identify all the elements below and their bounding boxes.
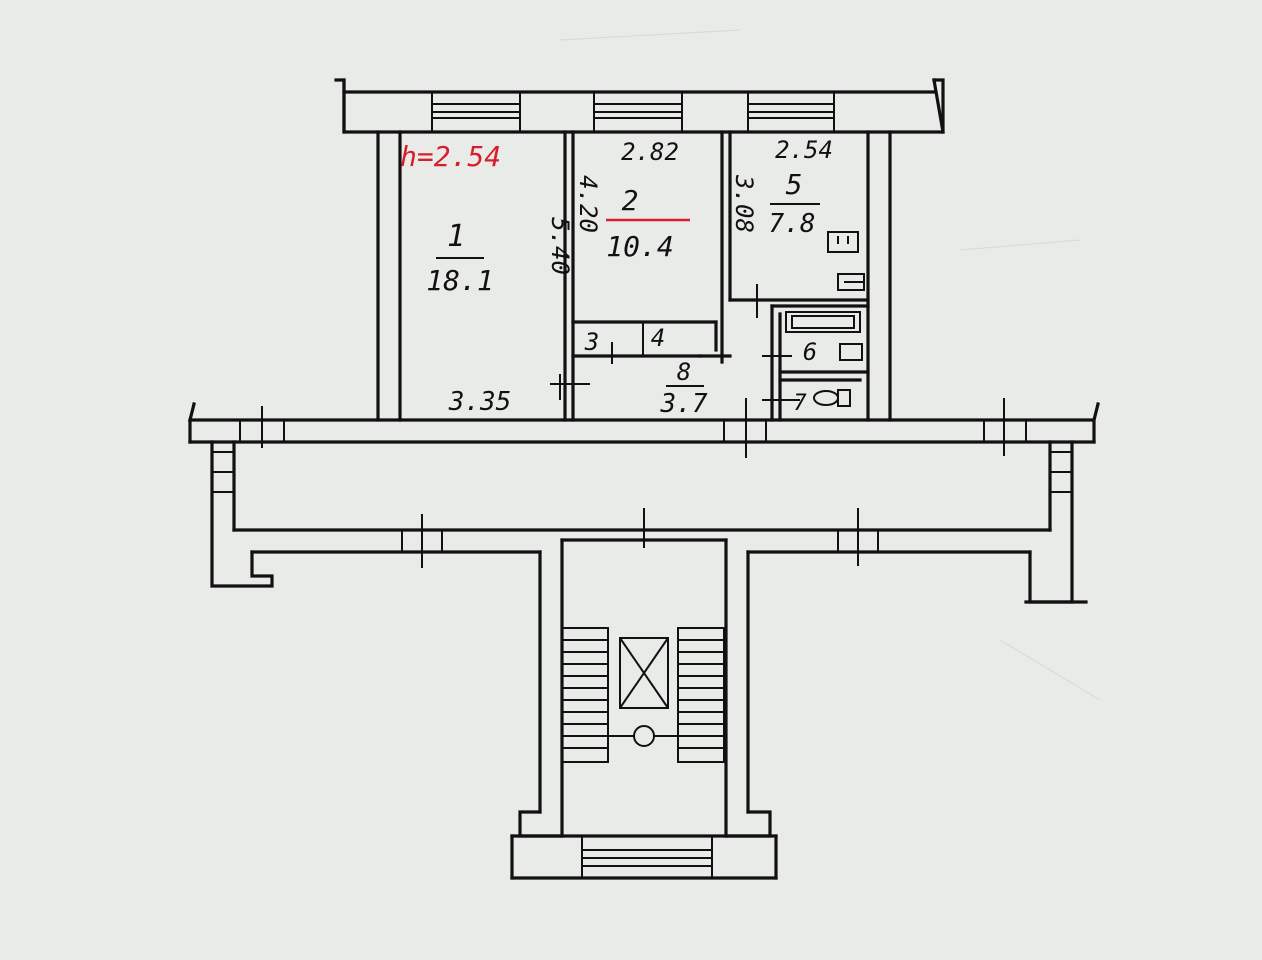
ceiling-height-label: h=2.54 <box>400 140 501 173</box>
room-5-area: 7.8 <box>769 209 816 239</box>
sink-icon <box>837 273 865 291</box>
bathtub-icon <box>785 311 861 333</box>
top-exterior-wall <box>334 78 945 134</box>
paper-texture <box>559 29 1101 701</box>
room-1-width-dim: 3.35 <box>448 387 512 417</box>
toilet-icon <box>813 389 851 407</box>
room-1-height-dim: 5.40 <box>546 217 574 275</box>
stove-icon <box>827 231 859 253</box>
room-7-number: 7 <box>793 391 807 416</box>
stairwell-walls <box>510 538 778 880</box>
washbasin-icon <box>839 343 863 361</box>
entrance-window <box>581 835 713 879</box>
stairs-right <box>677 627 725 763</box>
room-8-number: 8 <box>677 358 691 386</box>
room-5-width-dim: 2.54 <box>775 136 833 164</box>
corridor-walls <box>187 398 1100 458</box>
room-4-number: 4 <box>651 324 665 352</box>
window-kitchen <box>747 91 835 133</box>
room-5-number: 5 <box>786 168 803 201</box>
room-2-number: 2 <box>622 184 639 217</box>
door-marks <box>550 284 800 401</box>
refuse-chute-icon <box>608 725 678 747</box>
room-1-number: 1 <box>447 219 465 254</box>
stairs-left <box>561 627 609 763</box>
window-room-1 <box>431 91 521 133</box>
room-8-area: 3.7 <box>660 389 708 419</box>
room-5-height-dim: 3.08 <box>730 174 758 233</box>
lobby-walls <box>210 440 1088 604</box>
room-2-area: 10.4 <box>606 230 673 263</box>
room-3-number: 3 <box>584 328 599 356</box>
room-6-number: 6 <box>803 338 817 366</box>
room-2-height-dim: 4.20 <box>574 175 602 233</box>
room-2-width-dim: 2.82 <box>621 138 679 166</box>
room-1-area: 18.1 <box>426 264 493 297</box>
apartment-walls <box>376 130 892 422</box>
window-room-2 <box>593 91 683 133</box>
elevator-shaft-icon <box>619 637 669 709</box>
